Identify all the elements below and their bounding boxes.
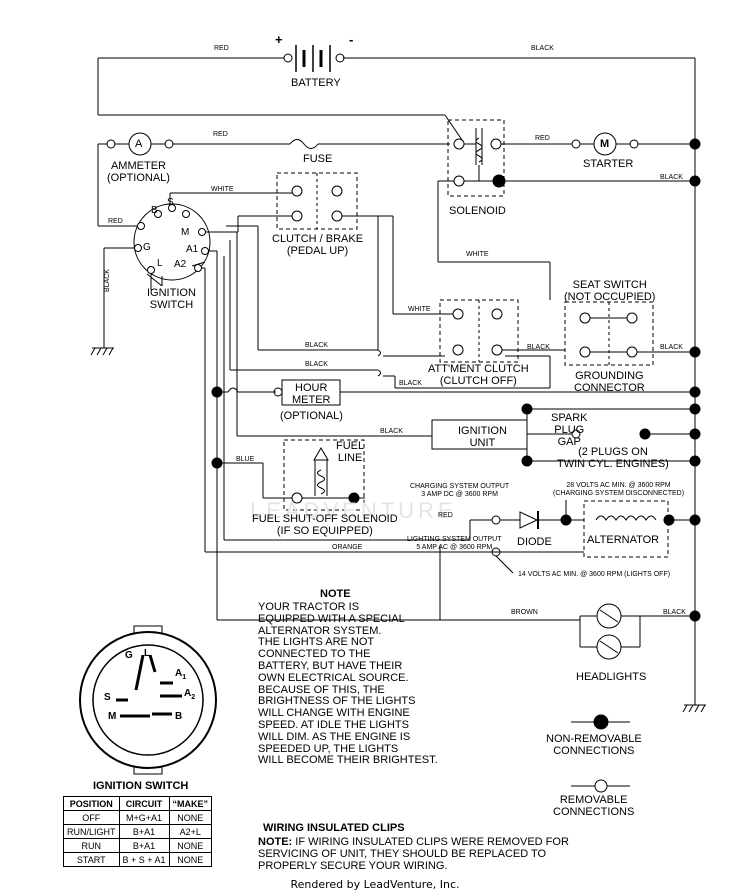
table-header: CIRCUIT bbox=[118, 796, 170, 811]
wire-red-battery: RED bbox=[214, 45, 229, 52]
battery-minus: - bbox=[349, 32, 354, 47]
alternator-label: ALTERNATOR bbox=[587, 534, 660, 546]
ignition-switch-connector-face bbox=[79, 625, 217, 775]
ignition-switch-table-title: IGNITION SWITCH bbox=[93, 780, 189, 792]
wire-orange: ORANGE bbox=[332, 544, 363, 551]
face-a2: A2 bbox=[184, 688, 196, 701]
note-title: NOTE bbox=[320, 588, 351, 600]
starter-symbol: M bbox=[600, 138, 610, 150]
diode-symbol bbox=[519, 511, 539, 529]
diode-label: DIODE bbox=[517, 536, 552, 548]
wire-white-solenoid: WHITE bbox=[466, 251, 489, 258]
face-m: M bbox=[108, 711, 117, 722]
footer-credit: Rendered by LeadVenture, Inc. bbox=[290, 878, 460, 891]
face-b: B bbox=[175, 711, 183, 722]
seat-switch-label: SEAT SWITCH(NOT OCCUPIED) bbox=[564, 279, 656, 303]
wire-black-2: BLACK bbox=[305, 361, 328, 368]
headlights-label: HEADLIGHTS bbox=[576, 671, 647, 683]
wire-black-1: BLACK bbox=[305, 342, 328, 349]
attachment-clutch-label: ATT'MENT CLUTCH(CLUTCH OFF) bbox=[428, 363, 529, 387]
term-s: S bbox=[167, 197, 174, 208]
wire-red-starter: RED bbox=[535, 135, 550, 142]
wire-red-ammeter: RED bbox=[213, 131, 228, 138]
ground-symbol-right bbox=[682, 704, 706, 713]
battery-plus: + bbox=[275, 32, 283, 47]
solenoid-box bbox=[447, 119, 505, 197]
term-b: B bbox=[151, 205, 158, 216]
term-a1: A1 bbox=[186, 244, 199, 255]
term-g: G bbox=[143, 242, 151, 253]
term-l: L bbox=[157, 258, 163, 269]
fuse-symbol bbox=[289, 139, 319, 149]
face-s: S bbox=[104, 692, 111, 703]
fuel-solenoid-box bbox=[283, 439, 365, 511]
wire-black-ground-conn: BLACK bbox=[660, 344, 683, 351]
wire-black-ign-unit: BLACK bbox=[380, 428, 403, 435]
battery-symbol bbox=[97, 45, 695, 141]
ac28-label: 28 VOLTS AC MIN. @ 3600 RPM(CHARGING SYS… bbox=[553, 482, 685, 497]
ammeter-symbol: A bbox=[135, 138, 143, 150]
ammeter-label: AMMETER(OPTIONAL) bbox=[107, 160, 170, 184]
ac14-label: 14 VOLTS AC MIN. @ 3600 RPM (LIGHTS OFF) bbox=[518, 571, 671, 578]
term-a2: A2 bbox=[174, 259, 187, 270]
hour-meter-optional: (OPTIONAL) bbox=[280, 410, 343, 422]
wire-black-solenoid: BLACK bbox=[660, 174, 683, 181]
table-header: POSITION bbox=[63, 796, 120, 811]
fuel-solenoid-label: FUEL SHUT-OFF SOLENOID(IF SO EQUIPPED) bbox=[252, 513, 398, 537]
wire-brown: BROWN bbox=[511, 609, 538, 616]
wire-red-charging: RED bbox=[438, 512, 453, 519]
wire-white-clutch: WHITE bbox=[211, 186, 234, 193]
clutch-brake-label: CLUTCH / BRAKE(PEDAL UP) bbox=[272, 233, 364, 257]
wire-blue: BLUE bbox=[236, 456, 255, 463]
wire-black-seat: BLACK bbox=[527, 344, 550, 351]
table-header: “MAKE” bbox=[168, 796, 213, 811]
wire-black-ground: BLACK bbox=[104, 269, 111, 292]
battery-label: BATTERY bbox=[291, 77, 341, 89]
face-l: L bbox=[144, 648, 151, 659]
starter-label: STARTER bbox=[583, 158, 634, 170]
face-a1: A1 bbox=[175, 668, 187, 681]
wire-black-headlights: BLACK bbox=[663, 609, 686, 616]
watermark: LEADVENTURE bbox=[250, 498, 457, 523]
wire-black-attm-loop: BLACK bbox=[399, 380, 422, 387]
clips-note: NOTE: IF WIRING INSULATED CLIPS WERE REM… bbox=[258, 836, 569, 872]
face-g: G bbox=[125, 650, 133, 661]
wire-black-battery: BLACK bbox=[531, 45, 554, 52]
wire-white-attm: WHITE bbox=[408, 306, 431, 313]
wire-red-ignition: RED bbox=[108, 218, 123, 225]
solenoid-label: SOLENOID bbox=[449, 205, 506, 217]
fuse-label: FUSE bbox=[303, 153, 333, 165]
term-m: M bbox=[181, 227, 190, 238]
clips-title: WIRING INSULATED CLIPS bbox=[263, 822, 405, 834]
alternator-box bbox=[583, 500, 669, 558]
ground-symbol-left bbox=[90, 347, 114, 356]
